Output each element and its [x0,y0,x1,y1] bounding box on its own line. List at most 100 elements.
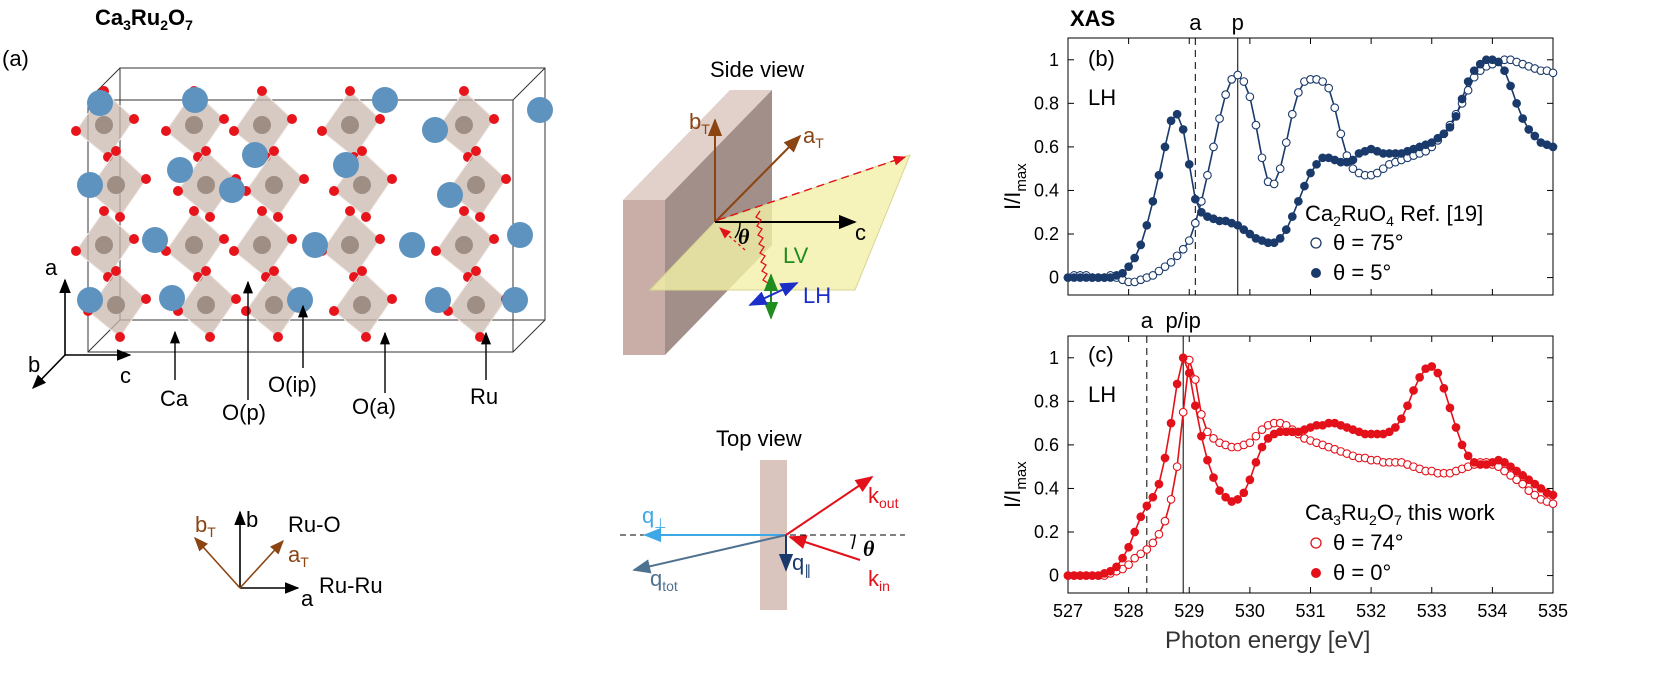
o-atom [241,306,251,316]
data-point-filled [1148,492,1158,502]
panel-c-legend-marker-open [1310,537,1322,549]
data-point-filled [1203,455,1212,465]
ca-atom [167,157,193,183]
o-atom [99,206,109,216]
o-atom [357,146,367,156]
o-atom [141,174,151,184]
o-atom [317,126,327,136]
o-atom [229,246,239,256]
x-tick-label: 533 [1417,601,1447,621]
vline-label: p [1232,10,1244,35]
ca-atom [425,287,451,313]
data-point-open [1154,529,1164,539]
ru-atom [107,296,125,314]
data-point-open [1184,236,1194,245]
data-point-filled [1142,220,1152,230]
data-point-filled [1439,383,1449,393]
ca-atom [399,232,425,258]
o-atom [269,266,279,276]
o-atom [387,174,397,184]
data-point-filled [1160,453,1170,463]
data-point-open [1324,83,1334,93]
o-atom [287,234,297,244]
x-tick-label: 529 [1174,601,1204,621]
data-point-open [1136,549,1146,559]
panel-b-legend-open: θ = 75° [1333,230,1404,255]
ru-atom [197,176,215,194]
panel-c-legend-open: θ = 74° [1333,530,1404,555]
crystal-lattice [71,86,553,342]
o-atom [219,234,229,244]
data-point-filled [1506,462,1515,472]
o-atom [129,234,139,244]
data-point-filled [1281,225,1291,235]
data-point-open [1275,164,1285,174]
data-point-open [1233,70,1243,80]
ca-atom [219,177,245,203]
data-point-open [1281,138,1291,147]
top-view-title: Top view [716,426,802,451]
data-point-filled [1136,512,1146,522]
panel-b-legend-marker-filled [1311,268,1321,278]
x-tick-label: 535 [1538,601,1568,621]
ru-o-label: Ru-O [288,512,341,537]
panel-b-ylabel: I/Imax [1000,163,1030,210]
qperp-label: q⊥ [642,503,666,531]
ru-ru-label: Ru-Ru [319,573,383,598]
data-point-open [1512,475,1521,485]
structure-panel: Ca3Ru2O7 (a) a c b Ca O(p [2,5,553,425]
o-atom [269,146,279,156]
data-point-open [1506,471,1515,480]
top-theta-label: θ [863,536,875,561]
data-point-filled [1512,98,1521,108]
o-atom [257,86,267,96]
label-op: O(p) [222,400,266,425]
data-point-filled [1451,112,1461,121]
top-view-diagram: Top view θ q⊥ qtot q∥ kout kin [620,426,905,610]
o-atom [387,294,397,304]
data-point-open [1227,75,1237,84]
axis-b-arrow [31,354,66,390]
structure-title: Ca3Ru2O7 [95,5,193,33]
ru-atom [467,296,485,314]
qtot-label: qtot [650,566,678,594]
data-point-filled [1190,401,1200,411]
label-oip: O(ip) [268,372,317,397]
data-point-filled [1475,59,1485,69]
axis-a-label: a [45,255,58,280]
lh-polarization-arrow [748,282,799,306]
axis-b-label: b [28,352,40,377]
o-atom [471,266,481,276]
incoming-beam-wave [755,210,769,284]
data-point-open [1215,114,1224,123]
o-atom [345,86,355,96]
data-point-open [1548,499,1558,509]
data-point-filled [1524,125,1534,134]
data-point-filled [1427,138,1437,147]
panel-c-legend-marker-filled [1311,568,1321,578]
o-atom [205,212,215,222]
data-point-filled [1494,57,1503,67]
data-point-filled [1391,423,1400,432]
data-point-filled [1184,159,1194,169]
ca-atom [77,287,103,313]
data-point-open [1130,553,1140,563]
data-point-filled [1433,133,1443,143]
data-point-open [1209,434,1218,443]
data-point-filled [1275,234,1285,243]
panel-b-legend-filled: θ = 5° [1333,260,1391,285]
o-atom [129,114,139,124]
ca-atom [437,182,463,208]
data-point-filled [1106,566,1115,576]
ca-atom [502,287,528,313]
data-point-open [1463,85,1473,95]
data-point-open [1124,560,1133,570]
ca-atom [422,117,448,143]
data-point-filled [1154,170,1164,180]
o-atom [329,186,339,196]
data-point-filled [1530,479,1540,489]
side-c-label: c [855,220,866,245]
